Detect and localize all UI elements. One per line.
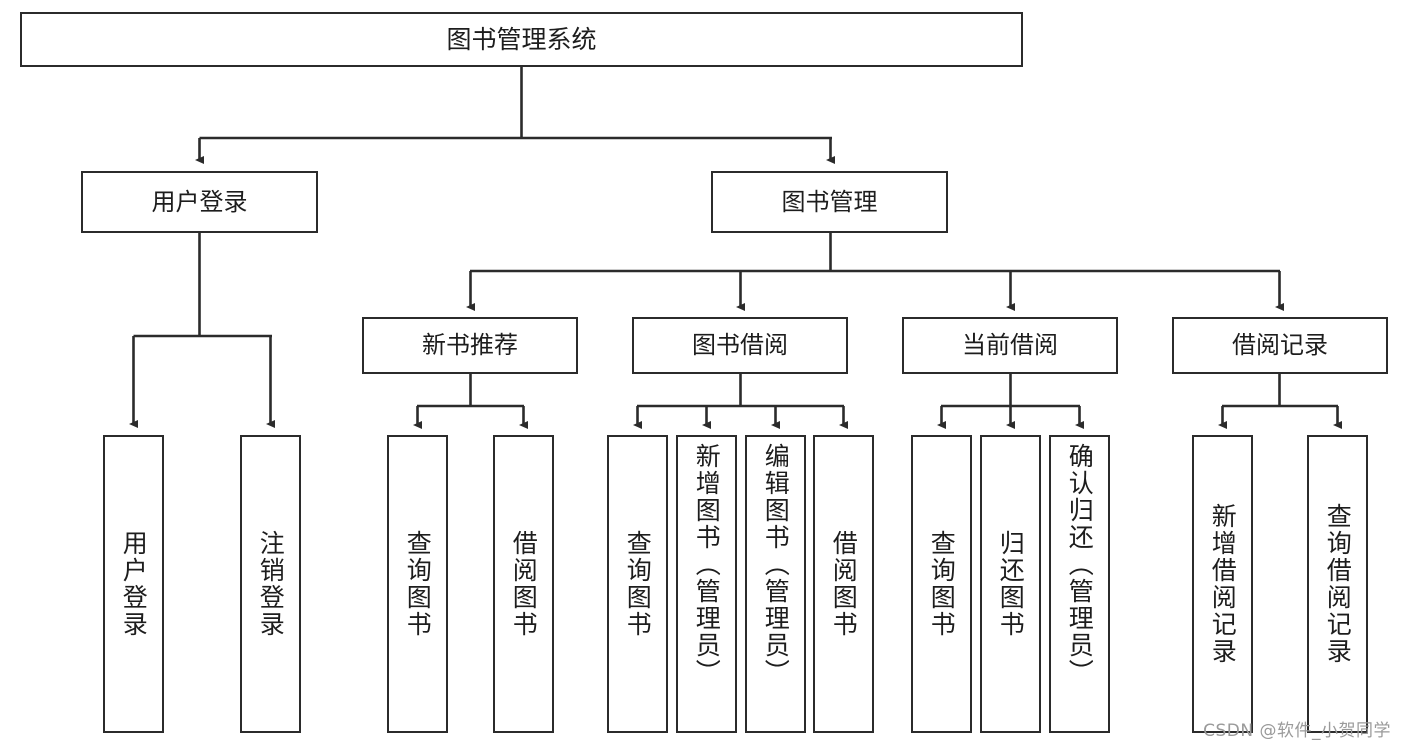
node-leaf-borrowrecord-query-record-label: 查询借阅记录 (1323, 503, 1353, 665)
node-leaf-newbook-query-book[interactable]: 查询图书 (387, 435, 448, 733)
node-book-borrow-label: 图书借阅 (692, 331, 788, 360)
node-leaf-currentborrow-return-book[interactable]: 归还图书 (980, 435, 1041, 733)
node-borrow-record-label: 借阅记录 (1232, 331, 1328, 360)
node-leaf-newbook-query-book-label: 查询图书 (403, 530, 433, 638)
node-leaf-currentborrow-confirm-return[interactable]: 确认归还（管理员） (1049, 435, 1110, 733)
node-user-login-label: 用户登录 (151, 187, 248, 216)
node-leaf-currentborrow-query-book[interactable]: 查询图书 (911, 435, 972, 733)
node-new-book-recommend-label: 新书推荐 (422, 331, 518, 360)
node-leaf-user-login-label: 用户登录 (119, 530, 149, 638)
node-book-borrow[interactable]: 图书借阅 (632, 317, 848, 374)
node-leaf-bookborrow-edit-book-label: 编辑图书（管理员） (761, 443, 791, 686)
node-book-management-label: 图书管理 (781, 187, 878, 216)
node-leaf-bookborrow-query-book-label: 查询图书 (623, 530, 653, 638)
node-root[interactable]: 图书管理系统 (20, 12, 1023, 67)
csdn-watermark: CSDN @软件_小贺同学 (1203, 721, 1391, 741)
node-leaf-borrowrecord-query-record[interactable]: 查询借阅记录 (1307, 435, 1368, 733)
node-leaf-borrowrecord-add-record-label: 新增借阅记录 (1208, 503, 1238, 665)
node-leaf-bookborrow-query-book[interactable]: 查询图书 (607, 435, 668, 733)
node-leaf-user-login[interactable]: 用户登录 (103, 435, 164, 733)
node-leaf-bookborrow-borrow-book-label: 借阅图书 (829, 530, 859, 638)
node-leaf-newbook-borrow-book-label: 借阅图书 (509, 530, 539, 638)
node-current-borrow-label: 当前借阅 (962, 331, 1058, 360)
node-leaf-bookborrow-add-book[interactable]: 新增图书（管理员） (676, 435, 737, 733)
node-leaf-bookborrow-borrow-book[interactable]: 借阅图书 (813, 435, 874, 733)
node-new-book-recommend[interactable]: 新书推荐 (362, 317, 578, 374)
node-book-management[interactable]: 图书管理 (711, 171, 948, 233)
node-leaf-newbook-borrow-book[interactable]: 借阅图书 (493, 435, 554, 733)
node-current-borrow[interactable]: 当前借阅 (902, 317, 1118, 374)
node-user-login[interactable]: 用户登录 (81, 171, 318, 233)
node-borrow-record[interactable]: 借阅记录 (1172, 317, 1388, 374)
node-leaf-currentborrow-query-book-label: 查询图书 (927, 530, 957, 638)
node-leaf-borrowrecord-add-record[interactable]: 新增借阅记录 (1192, 435, 1253, 733)
node-root-label: 图书管理系统 (446, 24, 597, 54)
node-leaf-currentborrow-return-book-label: 归还图书 (996, 530, 1026, 638)
node-leaf-bookborrow-edit-book[interactable]: 编辑图书（管理员） (745, 435, 806, 733)
node-leaf-currentborrow-confirm-return-label: 确认归还（管理员） (1065, 443, 1095, 686)
node-leaf-user-logout-label: 注销登录 (256, 530, 286, 638)
node-leaf-bookborrow-add-book-label: 新增图书（管理员） (692, 443, 722, 686)
node-leaf-user-logout[interactable]: 注销登录 (240, 435, 301, 733)
